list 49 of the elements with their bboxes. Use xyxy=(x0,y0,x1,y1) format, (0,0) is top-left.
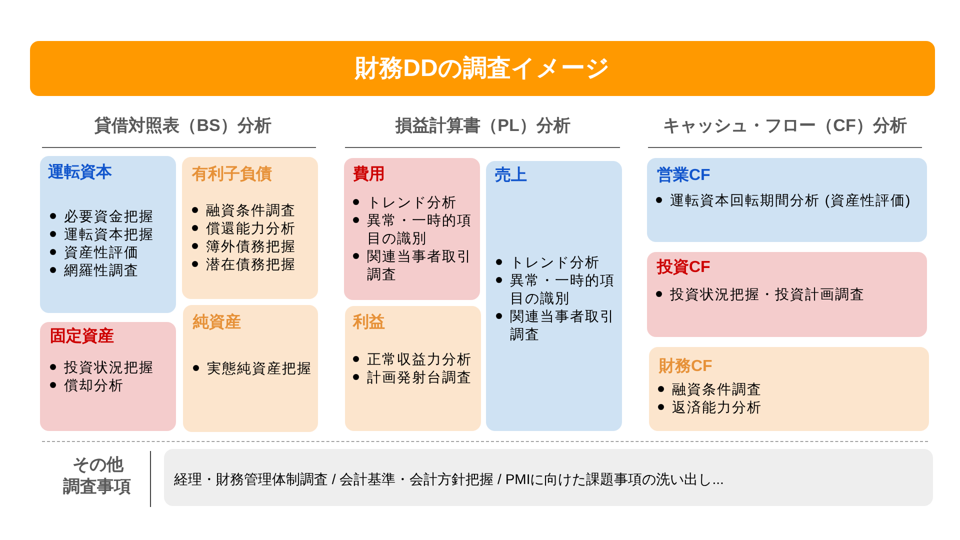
list-item: 正常収益力分析 xyxy=(367,350,472,368)
box-heading: 財務CF xyxy=(659,357,712,377)
note-text: 経理・財務管理体制調査 / 会計基準・会計方針把握 / PMIに向けた課題事項の洗い出し... xyxy=(174,470,724,488)
list-item: 融資条件調査 xyxy=(672,380,762,398)
category-box xyxy=(40,156,176,313)
category-box xyxy=(182,157,318,299)
box-heading: 運転資本 xyxy=(48,163,112,183)
list-item: 運転資本把握 xyxy=(64,225,154,243)
category-box xyxy=(649,347,929,431)
list-item: 異常・一時的項目の識別 xyxy=(510,271,616,307)
list-item: 投資状況把握・投資計画調査 xyxy=(670,285,865,303)
list-item: 必要資金把握 xyxy=(64,207,154,225)
box-heading: 有利子負債 xyxy=(192,165,272,185)
list-item: 資産性評価 xyxy=(64,243,139,261)
list-item: 融資条件調査 xyxy=(206,201,296,219)
list-item: トレンド分析 xyxy=(510,253,600,271)
list-item: 関連当事者取引調査 xyxy=(510,307,616,343)
category-box xyxy=(345,306,481,431)
box-heading: 投資CF xyxy=(657,258,710,278)
list-item: 実態純資産把握 xyxy=(207,359,312,377)
box-heading: 純資産 xyxy=(193,313,241,333)
list-item: 計画発射台調査 xyxy=(367,368,472,386)
list-item: 投資状況把握 xyxy=(64,358,154,376)
list-item: 運転資本回転期間分析 (資産性評価) xyxy=(670,191,912,209)
list-item: 償還能力分析 xyxy=(206,219,296,237)
section-heading: キャッシュ・フロー（CF）分析 xyxy=(663,115,907,137)
category-box xyxy=(647,158,927,242)
list-item: 潜在債務把握 xyxy=(206,255,296,273)
list-item: トレンド分析 xyxy=(367,193,457,211)
box-heading: 営業CF xyxy=(657,166,710,186)
category-box xyxy=(40,322,176,431)
title-banner: 財務DDの調査イメージ xyxy=(30,41,935,96)
list-item: 網羅性調査 xyxy=(64,261,139,279)
list-item: 返済能力分析 xyxy=(672,398,762,416)
list-item: 償却分析 xyxy=(64,376,124,394)
category-box xyxy=(344,158,480,300)
box-heading: 利益 xyxy=(353,313,385,333)
box-heading: 固定資産 xyxy=(50,327,114,347)
section-heading: 損益計算書（PL）分析 xyxy=(396,115,570,137)
section-heading: 貸借対照表（BS）分析 xyxy=(94,115,272,137)
list-item: 関連当事者取引調査 xyxy=(367,247,473,283)
category-box xyxy=(183,305,318,432)
list-item: 簿外債務把握 xyxy=(206,237,296,255)
category-box xyxy=(647,252,927,337)
category-box xyxy=(486,161,622,431)
list-item: 異常・一時的項目の識別 xyxy=(367,211,473,247)
side-heading: その他調査事項 xyxy=(63,454,132,498)
box-heading: 売上 xyxy=(495,166,527,186)
box-heading: 費用 xyxy=(353,165,385,185)
